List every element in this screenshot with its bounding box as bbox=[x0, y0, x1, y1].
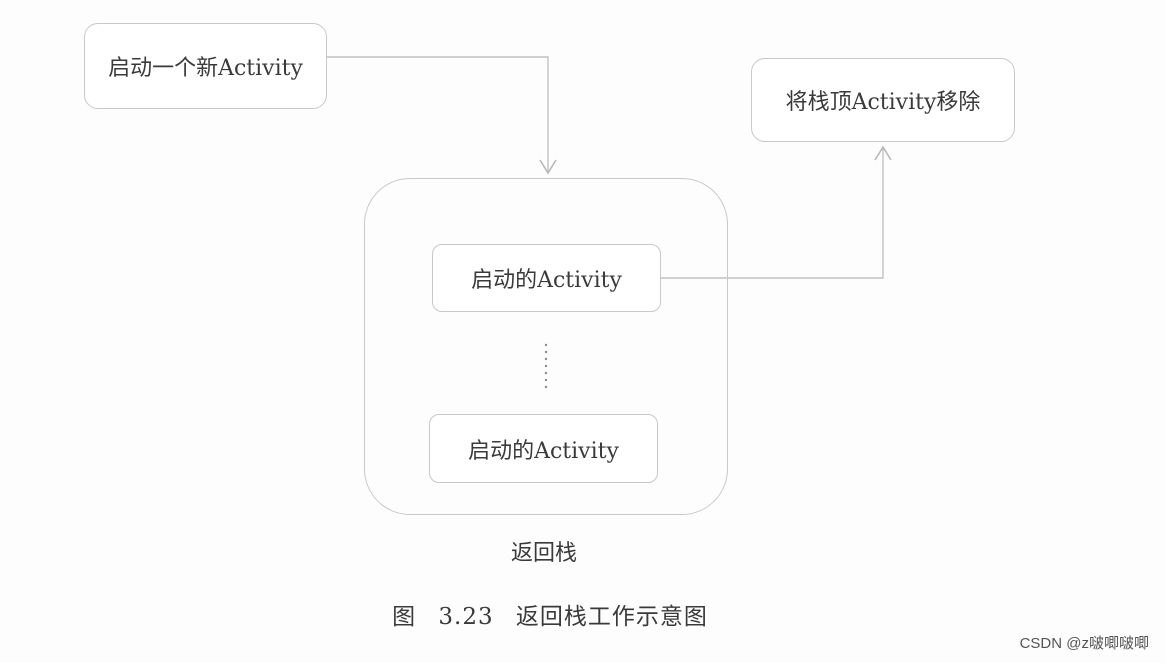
arrowhead-remove bbox=[874, 145, 892, 161]
stack-item-bottom: 启动的Activity bbox=[429, 414, 658, 483]
arrow-start-to-stack bbox=[327, 56, 549, 172]
start-new-activity-label: 启动一个新Activity bbox=[108, 56, 303, 81]
start-new-activity-box: 启动一个新Activity bbox=[84, 23, 327, 109]
arrowhead-stack bbox=[539, 159, 557, 175]
remove-top-activity-box: 将栈顶Activity移除 bbox=[751, 58, 1015, 142]
remove-top-activity-label: 将栈顶Activity移除 bbox=[785, 90, 981, 115]
stack-item-bottom-label: 启动的Activity bbox=[468, 438, 619, 464]
back-stack-label: 返回栈 bbox=[510, 541, 577, 566]
figure-caption: 图 3.23 返回栈工作示意图 bbox=[392, 604, 708, 630]
stack-item-top-label: 启动的Activity bbox=[471, 268, 622, 293]
back-stack-container bbox=[364, 178, 728, 515]
stack-item-top: 启动的Activity bbox=[432, 244, 661, 312]
watermark: CSDN @z啵唧啵唧 bbox=[1019, 635, 1149, 652]
